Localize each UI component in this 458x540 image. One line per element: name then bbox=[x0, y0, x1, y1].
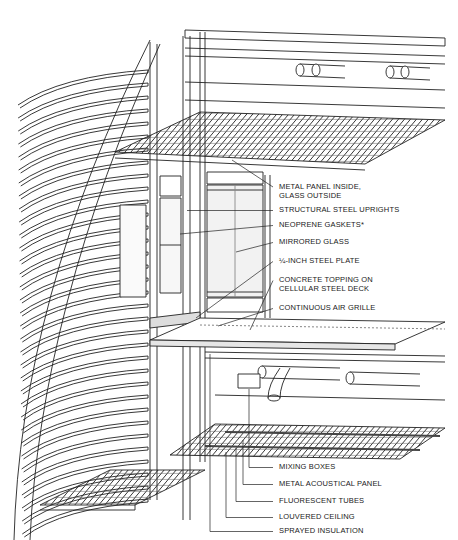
concrete-topping bbox=[150, 318, 445, 344]
mixing-box bbox=[215, 366, 445, 401]
facade-fin bbox=[21, 395, 148, 433]
grating-edge bbox=[135, 505, 136, 510]
grating bbox=[40, 470, 205, 505]
facade-fin bbox=[22, 434, 148, 472]
facade-fin bbox=[21, 356, 148, 394]
beam bbox=[185, 56, 445, 64]
facade-fin bbox=[20, 317, 148, 355]
facade-fin bbox=[19, 148, 148, 186]
beam bbox=[185, 48, 445, 56]
facade-fin bbox=[22, 421, 148, 459]
cellular-deck bbox=[150, 340, 395, 350]
facade-fin bbox=[19, 122, 148, 160]
beam bbox=[205, 352, 445, 356]
facade-fin bbox=[21, 382, 148, 420]
facade-fin bbox=[18, 83, 148, 121]
callout-label: CONCRETE TOPPING ON CELLULAR STEEL DECK bbox=[278, 276, 380, 293]
callout-label: MIXING BOXES bbox=[278, 463, 336, 472]
beam bbox=[205, 358, 445, 362]
fluorescent-tube bbox=[205, 432, 440, 450]
facade-edge bbox=[30, 44, 160, 540]
callout-label: SPRAYED INSULATION bbox=[278, 527, 365, 536]
callout-label: METAL ACOUSTICAL PANEL bbox=[278, 480, 383, 489]
facade-fin bbox=[18, 70, 148, 108]
mirrored-glass bbox=[120, 185, 263, 297]
beam bbox=[185, 82, 445, 90]
callout-label: STRUCTURAL STEEL UPRIGHTS bbox=[278, 206, 400, 215]
facade-fin bbox=[21, 369, 148, 407]
facade-fin bbox=[19, 135, 148, 173]
facade-fin bbox=[20, 304, 148, 342]
air-grille bbox=[200, 325, 445, 329]
callout-label: FLUORESCENT TUBES bbox=[278, 497, 365, 506]
facade-fins bbox=[18, 70, 148, 537]
metal-panel bbox=[160, 172, 263, 312]
callout-label: MIRRORED GLASS bbox=[278, 238, 350, 247]
callout-label: CONTINUOUS AIR GRILLE bbox=[278, 304, 377, 313]
callout-label: LOUVERED CEILING bbox=[278, 513, 356, 522]
duct bbox=[296, 64, 430, 80]
facade-fin bbox=[21, 330, 148, 368]
facade-fin bbox=[18, 109, 148, 147]
facade-fin bbox=[21, 343, 148, 381]
callout-label: ¼-INCH STEEL PLATE bbox=[278, 257, 361, 266]
ceiling-edge bbox=[115, 158, 365, 170]
callout-label: METAL PANEL INSIDE, GLASS OUTSIDE bbox=[278, 183, 380, 200]
louvered-ceiling bbox=[115, 112, 445, 164]
facade-fin bbox=[21, 408, 148, 446]
callout-label: NEOPRENE GASKETS* bbox=[278, 221, 365, 230]
floor-slab bbox=[185, 30, 445, 46]
leader-line bbox=[180, 160, 273, 532]
beam bbox=[185, 100, 445, 108]
louvered-ceiling bbox=[170, 424, 445, 459]
facade-fin bbox=[18, 96, 148, 134]
grating-edge bbox=[40, 510, 135, 511]
